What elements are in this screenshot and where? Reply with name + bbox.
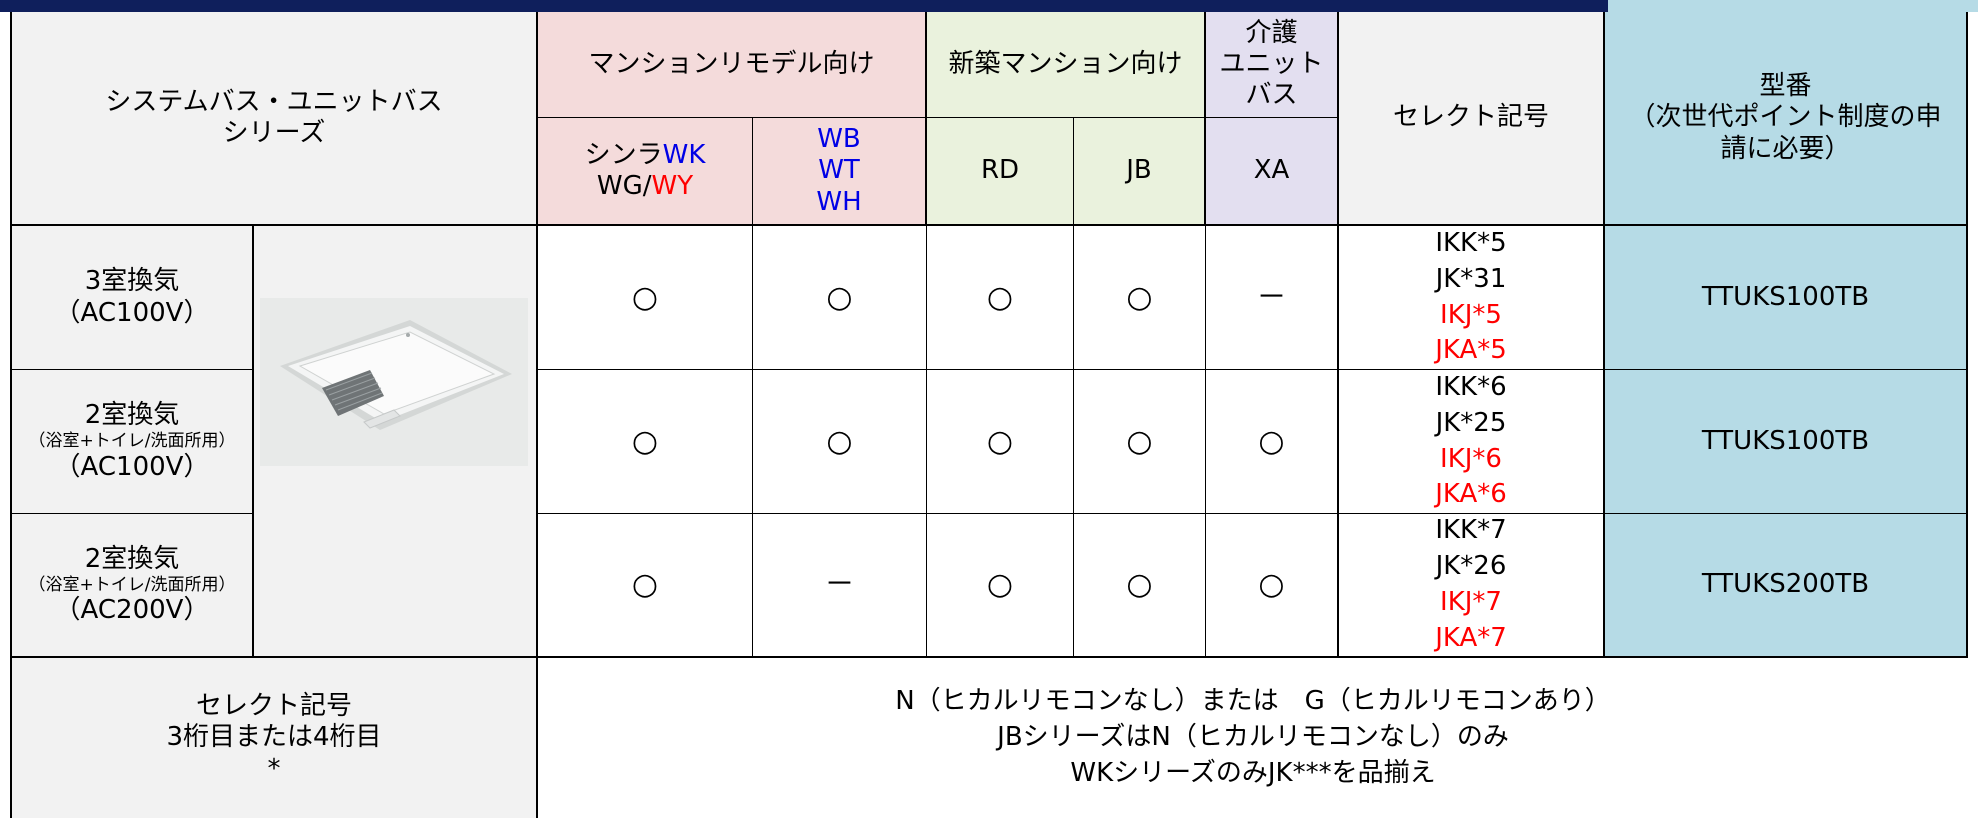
subheader-shinra: シンラWK WG/WY — [538, 118, 753, 226]
row-2-mark-rd: ○ — [927, 370, 1074, 514]
row-3-mark-xa: ○ — [1206, 514, 1339, 658]
row-3-voltage: （AC200V） — [54, 595, 210, 626]
footer-label-line3: * — [267, 753, 281, 784]
row-2-mark-shinra: ○ — [538, 370, 753, 514]
row-1-select-3: IKJ*5 — [1440, 299, 1502, 330]
row-3-select: IKK*7 JK*26 IKJ*7 JKA*7 — [1339, 514, 1605, 658]
row-1-label: 3室換気 （AC100V） — [10, 226, 254, 370]
subheader-rd-label: RD — [980, 155, 1020, 186]
new-build-header: 新築マンション向け — [927, 12, 1206, 118]
spec-table: システムバス・ユニットバス シリーズ マンションリモデル向け 新築マンション向け… — [10, 12, 1968, 818]
row-3-model: TTUKS200TB — [1605, 514, 1968, 658]
row-2-select-3: IKJ*6 — [1440, 443, 1502, 474]
row-3-mark-wb: － — [753, 514, 927, 658]
top-bar — [0, 0, 1978, 12]
row-1-voltage: （AC100V） — [54, 297, 210, 328]
remodel-header-label: マンションリモデル向け — [588, 48, 875, 79]
care-header-line3: バス — [1245, 80, 1298, 111]
row-3-subtitle: （浴室+トイレ/洗面所用） — [28, 574, 236, 595]
row-2-select-2: JK*25 — [1435, 407, 1507, 438]
product-photo — [260, 298, 528, 466]
select-header: セレクト記号 — [1339, 12, 1605, 226]
model-header-line1: 型番 — [1759, 71, 1812, 102]
subheader-xa: XA — [1206, 118, 1339, 226]
footer-notes: N（ヒカルリモコンなし）または G（ヒカルリモコンあり） JBシリーズはN（ヒカ… — [538, 658, 1968, 818]
subheader-shinra-line2: WG/WY — [596, 171, 694, 201]
subheader-wb: WB WT WH — [753, 118, 927, 226]
series-header-line2: シリーズ — [222, 118, 326, 148]
care-header-line2: ユニット — [1219, 48, 1324, 79]
row-3-model-number: TTUKS200TB — [1701, 569, 1870, 600]
row-2-select-4: JKA*6 — [1435, 479, 1507, 510]
row-2-model-number: TTUKS100TB — [1701, 425, 1870, 456]
row-1-mark-shinra: ○ — [538, 226, 753, 370]
series-header-line1: システムバス・ユニットバス — [105, 86, 443, 117]
care-header: 介護 ユニット バス — [1206, 12, 1339, 118]
subheader-wb-line2: WT — [818, 155, 860, 186]
remodel-header: マンションリモデル向け — [538, 12, 927, 118]
model-header: 型番 （次世代ポイント制度の申 請に必要） — [1605, 12, 1968, 226]
row-3-select-1: IKK*7 — [1435, 515, 1507, 546]
product-image-cell — [254, 226, 538, 658]
row-3-select-3: IKJ*7 — [1440, 587, 1502, 617]
footer-label-line2: 3桁目または4桁目 — [166, 722, 382, 753]
new-build-header-label: 新築マンション向け — [948, 48, 1183, 79]
footer-note-2: JBシリーズはN（ヒカルリモコンなし）のみ — [997, 722, 1509, 753]
row-1-select-1: IKK*5 — [1435, 227, 1507, 258]
row-3-label: 2室換気 （浴室+トイレ/洗面所用） （AC200V） — [10, 514, 254, 658]
model-header-line2: （次世代ポイント制度の申 — [1629, 102, 1942, 133]
row-1-model: TTUKS100TB — [1605, 226, 1968, 370]
row-2-select-1: IKK*6 — [1435, 371, 1507, 402]
row-2-label: 2室換気 （浴室+トイレ/洗面所用） （AC100V） — [10, 370, 254, 514]
footer-label: セレクト記号 3桁目または4桁目 * — [10, 658, 538, 818]
row-1-mark-rd: ○ — [927, 226, 1074, 370]
top-bar-accent — [1608, 0, 1978, 12]
subheader-wb-line3: WH — [816, 186, 862, 217]
row-2-mark-wb: ○ — [753, 370, 927, 514]
footer-note-1: N（ヒカルリモコンなし）または G（ヒカルリモコンあり） — [895, 686, 1611, 717]
row-1-mark-xa: － — [1206, 226, 1339, 370]
row-2-subtitle: （浴室+トイレ/洗面所用） — [28, 431, 236, 452]
row-1-model-number: TTUKS100TB — [1701, 281, 1870, 312]
row-2-mark-jb: ○ — [1074, 370, 1206, 514]
subheader-rd: RD — [927, 118, 1074, 226]
row-3-mark-shinra: ○ — [538, 514, 753, 658]
row-3-select-2: JK*26 — [1435, 551, 1507, 582]
series-header: システムバス・ユニットバス シリーズ — [10, 12, 538, 226]
row-2-mark-xa: ○ — [1206, 370, 1339, 514]
row-1-select-2: JK*31 — [1435, 263, 1507, 294]
model-header-line3: 請に必要） — [1720, 133, 1851, 164]
row-3-title: 2室換気 — [84, 543, 180, 574]
row-3-mark-jb: ○ — [1074, 514, 1206, 658]
row-2-model: TTUKS100TB — [1605, 370, 1968, 514]
care-header-line1: 介護 — [1245, 17, 1298, 48]
row-1-mark-jb: ○ — [1074, 226, 1206, 370]
row-1-select: IKK*5 JK*31 IKJ*5 JKA*5 — [1339, 226, 1605, 370]
row-1-mark-wb: ○ — [753, 226, 927, 370]
row-2-select: IKK*6 JK*25 IKJ*6 JKA*6 — [1339, 370, 1605, 514]
row-1-select-4: JKA*5 — [1435, 335, 1507, 366]
footer-note-3: WKシリーズのみJK***を品揃え — [1070, 757, 1436, 788]
subheader-shinra-line1: シンラWK — [584, 139, 706, 170]
row-3-select-4: JKA*7 — [1435, 622, 1507, 653]
subheader-jb: JB — [1074, 118, 1206, 226]
row-2-title: 2室換気 — [84, 400, 180, 431]
subheader-jb-label: JB — [1126, 155, 1152, 186]
subheader-xa-label: XA — [1253, 155, 1290, 186]
row-3-mark-rd: ○ — [927, 514, 1074, 658]
select-header-label: セレクト記号 — [1392, 102, 1549, 133]
subheader-wb-line1: WB — [817, 124, 861, 155]
row-2-voltage: （AC100V） — [54, 451, 210, 482]
row-1-title: 3室換気 — [84, 266, 180, 297]
footer-label-line1: セレクト記号 — [195, 691, 352, 722]
